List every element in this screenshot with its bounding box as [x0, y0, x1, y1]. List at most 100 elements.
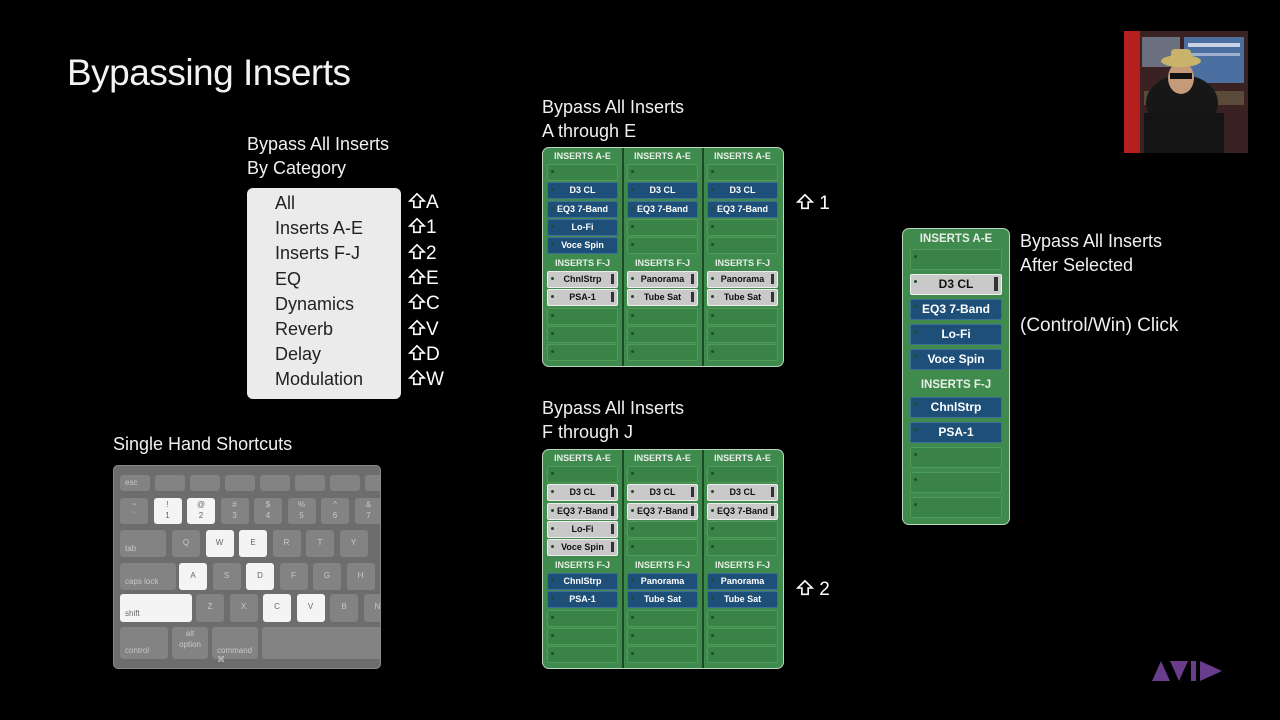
insert-slot[interactable]: EQ3 7-Band [627, 200, 698, 218]
insert-slot[interactable] [910, 249, 1002, 270]
insert-slot[interactable] [547, 609, 618, 627]
insert-slot[interactable] [547, 627, 618, 645]
category-menu-item[interactable]: Modulation [275, 369, 364, 390]
insert-name: EQ3 7-Band [716, 203, 768, 214]
keyboard-key [262, 627, 380, 659]
insert-slot[interactable] [547, 164, 618, 181]
insert-slot[interactable] [707, 609, 778, 627]
insert-slot[interactable] [627, 539, 698, 557]
insert-slot[interactable]: Tube Sat [707, 591, 778, 609]
category-menu-item[interactable]: EQ [275, 268, 302, 289]
insert-slot[interactable]: D3 CL [547, 484, 618, 502]
insert-slot[interactable]: Lo-Fi [910, 324, 1002, 345]
insert-slot[interactable] [627, 344, 698, 362]
insert-slot[interactable] [547, 466, 618, 483]
insert-slot[interactable]: EQ3 7-Band [547, 502, 618, 520]
insert-slot[interactable]: Voce Spin [547, 539, 618, 557]
insert-slot[interactable]: ChnlStrp [547, 271, 618, 288]
key-label: @ [196, 500, 206, 509]
insert-slot[interactable]: Voce Spin [910, 349, 1002, 370]
category-menu-item[interactable]: All [275, 193, 296, 213]
shift-icon [407, 319, 427, 335]
insert-slot[interactable] [707, 539, 778, 557]
insert-slot[interactable]: Voce Spin [547, 237, 618, 255]
insert-slot[interactable] [910, 497, 1002, 518]
insert-slot[interactable] [707, 325, 778, 343]
key-label: N [374, 602, 381, 611]
insert-slot[interactable] [707, 520, 778, 538]
insert-slot[interactable] [547, 325, 618, 343]
insert-slot[interactable]: PSA-1 [910, 422, 1002, 443]
insert-slot[interactable]: D3 CL [547, 182, 618, 200]
insert-name: EQ3 7-Band [716, 505, 768, 516]
insert-slot[interactable] [627, 237, 698, 255]
insert-slot[interactable] [547, 646, 618, 664]
insert-slot[interactable] [627, 325, 698, 343]
insert-slot[interactable] [707, 466, 778, 483]
insert-slot[interactable] [707, 344, 778, 362]
insert-slot[interactable]: D3 CL [707, 182, 778, 200]
insert-slot[interactable] [627, 520, 698, 538]
insert-slot[interactable] [627, 164, 698, 181]
insert-name: D3 CL [649, 487, 676, 498]
inserts-header: INSERTS F-J [714, 560, 770, 570]
insert-slot[interactable]: Tube Sat [627, 591, 698, 609]
insert-slot[interactable] [627, 218, 698, 236]
insert-slot[interactable] [627, 646, 698, 664]
category-menu-item[interactable]: Reverb [275, 319, 334, 339]
category-shortcut: A [407, 192, 458, 214]
insert-slot[interactable]: EQ3 7-Band [707, 502, 778, 520]
insert-slot[interactable]: Panorama [707, 271, 778, 288]
insert-slot[interactable] [547, 344, 618, 362]
insert-slot[interactable]: Tube Sat [627, 289, 698, 307]
inserts-header: INSERTS F-J [714, 258, 770, 268]
category-menu-item[interactable]: Inserts F-J [275, 243, 361, 264]
insert-slot[interactable]: Lo-Fi [547, 218, 618, 236]
insert-slot[interactable]: PSA-1 [547, 591, 618, 609]
insert-slot[interactable] [707, 627, 778, 645]
shortcut-key: 2 [426, 242, 437, 264]
insert-slot[interactable]: Panorama [627, 573, 698, 590]
shift-icon [795, 579, 815, 596]
insert-slot[interactable] [707, 164, 778, 181]
insert-slot[interactable]: D3 CL [707, 484, 778, 502]
insert-slot[interactable]: EQ3 7-Band [627, 502, 698, 520]
insert-slot[interactable]: Lo-Fi [547, 520, 618, 538]
insert-slot[interactable]: PSA-1 [547, 289, 618, 307]
insert-slot[interactable]: Panorama [707, 573, 778, 590]
insert-slot[interactable]: EQ3 7-Band [910, 299, 1002, 320]
insert-slot[interactable] [627, 466, 698, 483]
shortcut-key: A [426, 192, 439, 213]
insert-slot[interactable] [627, 627, 698, 645]
insert-slot[interactable] [627, 609, 698, 627]
insert-slot[interactable]: Panorama [627, 271, 698, 288]
key-label: 6 [332, 511, 338, 520]
insert-slot[interactable]: D3 CL [910, 274, 1002, 295]
inserts-header: INSERTS F-J [554, 258, 610, 268]
key-label: X [240, 602, 247, 611]
insert-slot[interactable] [707, 307, 778, 325]
insert-slot[interactable]: D3 CL [627, 484, 698, 502]
insert-slot[interactable]: EQ3 7-Band [707, 200, 778, 218]
insert-slot[interactable] [547, 307, 618, 325]
insert-slot[interactable]: ChnlStrp [910, 397, 1002, 418]
keyboard-key: esc [120, 475, 150, 491]
keyboard-key: #3 [220, 498, 249, 524]
insert-slot[interactable]: EQ3 7-Band [547, 200, 618, 218]
insert-slot[interactable]: Tube Sat [707, 289, 778, 307]
insert-slot[interactable] [627, 307, 698, 325]
insert-slot[interactable]: D3 CL [627, 182, 698, 200]
insert-name: Tube Sat [643, 594, 682, 605]
insert-slot[interactable] [707, 646, 778, 664]
keyboard-key: command ⌘ [212, 627, 258, 664]
category-menu-item[interactable]: Dynamics [275, 293, 355, 314]
insert-slot[interactable] [707, 237, 778, 255]
insert-slot[interactable] [707, 218, 778, 236]
category-menu-item[interactable]: Delay [275, 344, 322, 365]
insert-slot[interactable]: ChnlStrp [547, 573, 618, 590]
insert-slot[interactable] [910, 472, 1002, 493]
category-menu-item[interactable]: Inserts A-E [275, 218, 364, 239]
insert-slot[interactable] [910, 447, 1002, 468]
key-label: 3 [232, 511, 237, 520]
